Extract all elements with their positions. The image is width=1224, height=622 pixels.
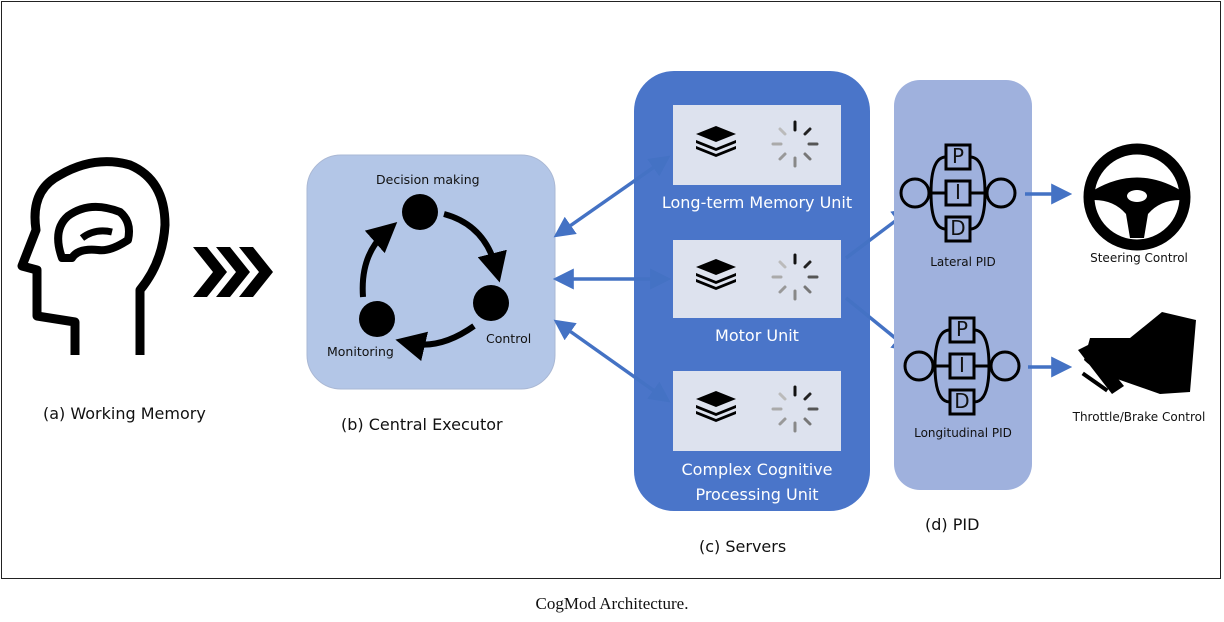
lateral-i-letter: I xyxy=(955,180,961,204)
triple-chevron-icon xyxy=(193,247,273,297)
decision-making-label: Decision making xyxy=(376,172,480,187)
executor-server-arrows xyxy=(552,155,672,403)
control-label: Control xyxy=(486,331,532,346)
lateral-d-letter: D xyxy=(950,216,966,240)
head-brain-icon xyxy=(17,157,170,355)
figure-caption: CogMod Architecture. xyxy=(535,594,689,613)
pid-output-arrows xyxy=(1025,183,1073,378)
longitudinal-d-letter: D xyxy=(954,389,970,413)
lateral-p-letter: P xyxy=(951,144,965,168)
motor-unit-box xyxy=(673,240,841,318)
complex-cognitive-label-line2: Processing Unit xyxy=(695,485,819,504)
working-memory-label: (a) Working Memory xyxy=(43,404,206,423)
diagram-frame xyxy=(1,1,1221,579)
longitudinal-i-letter: I xyxy=(959,353,965,377)
complex-cognitive-unit-box xyxy=(673,371,841,451)
motor-unit-label: Motor Unit xyxy=(715,326,799,345)
executor-cycle xyxy=(359,194,509,362)
complex-cognitive-label-line1: Complex Cognitive xyxy=(681,460,833,479)
long-term-memory-unit-label: Long-term Memory Unit xyxy=(661,193,853,212)
decision-making-node xyxy=(402,194,438,230)
servers-label: (c) Servers xyxy=(699,537,787,556)
monitoring-label: Monitoring xyxy=(327,344,394,359)
central-executor-label: (b) Central Executor xyxy=(341,415,503,434)
steering-control-label: Steering Control xyxy=(1090,251,1188,265)
pid-label: (d) PID xyxy=(925,515,980,534)
pid-panel xyxy=(894,80,1032,490)
monitoring-node xyxy=(359,301,395,337)
longitudinal-pid-label: Longitudinal PID xyxy=(914,426,1012,440)
longitudinal-p-letter: P xyxy=(955,317,969,341)
control-node xyxy=(473,285,509,321)
lateral-pid-label: Lateral PID xyxy=(930,255,996,269)
throttle-brake-label: Throttle/Brake Control xyxy=(1072,410,1206,424)
foot-pedal-icon xyxy=(1078,312,1196,394)
steering-wheel-icon xyxy=(1083,143,1191,251)
